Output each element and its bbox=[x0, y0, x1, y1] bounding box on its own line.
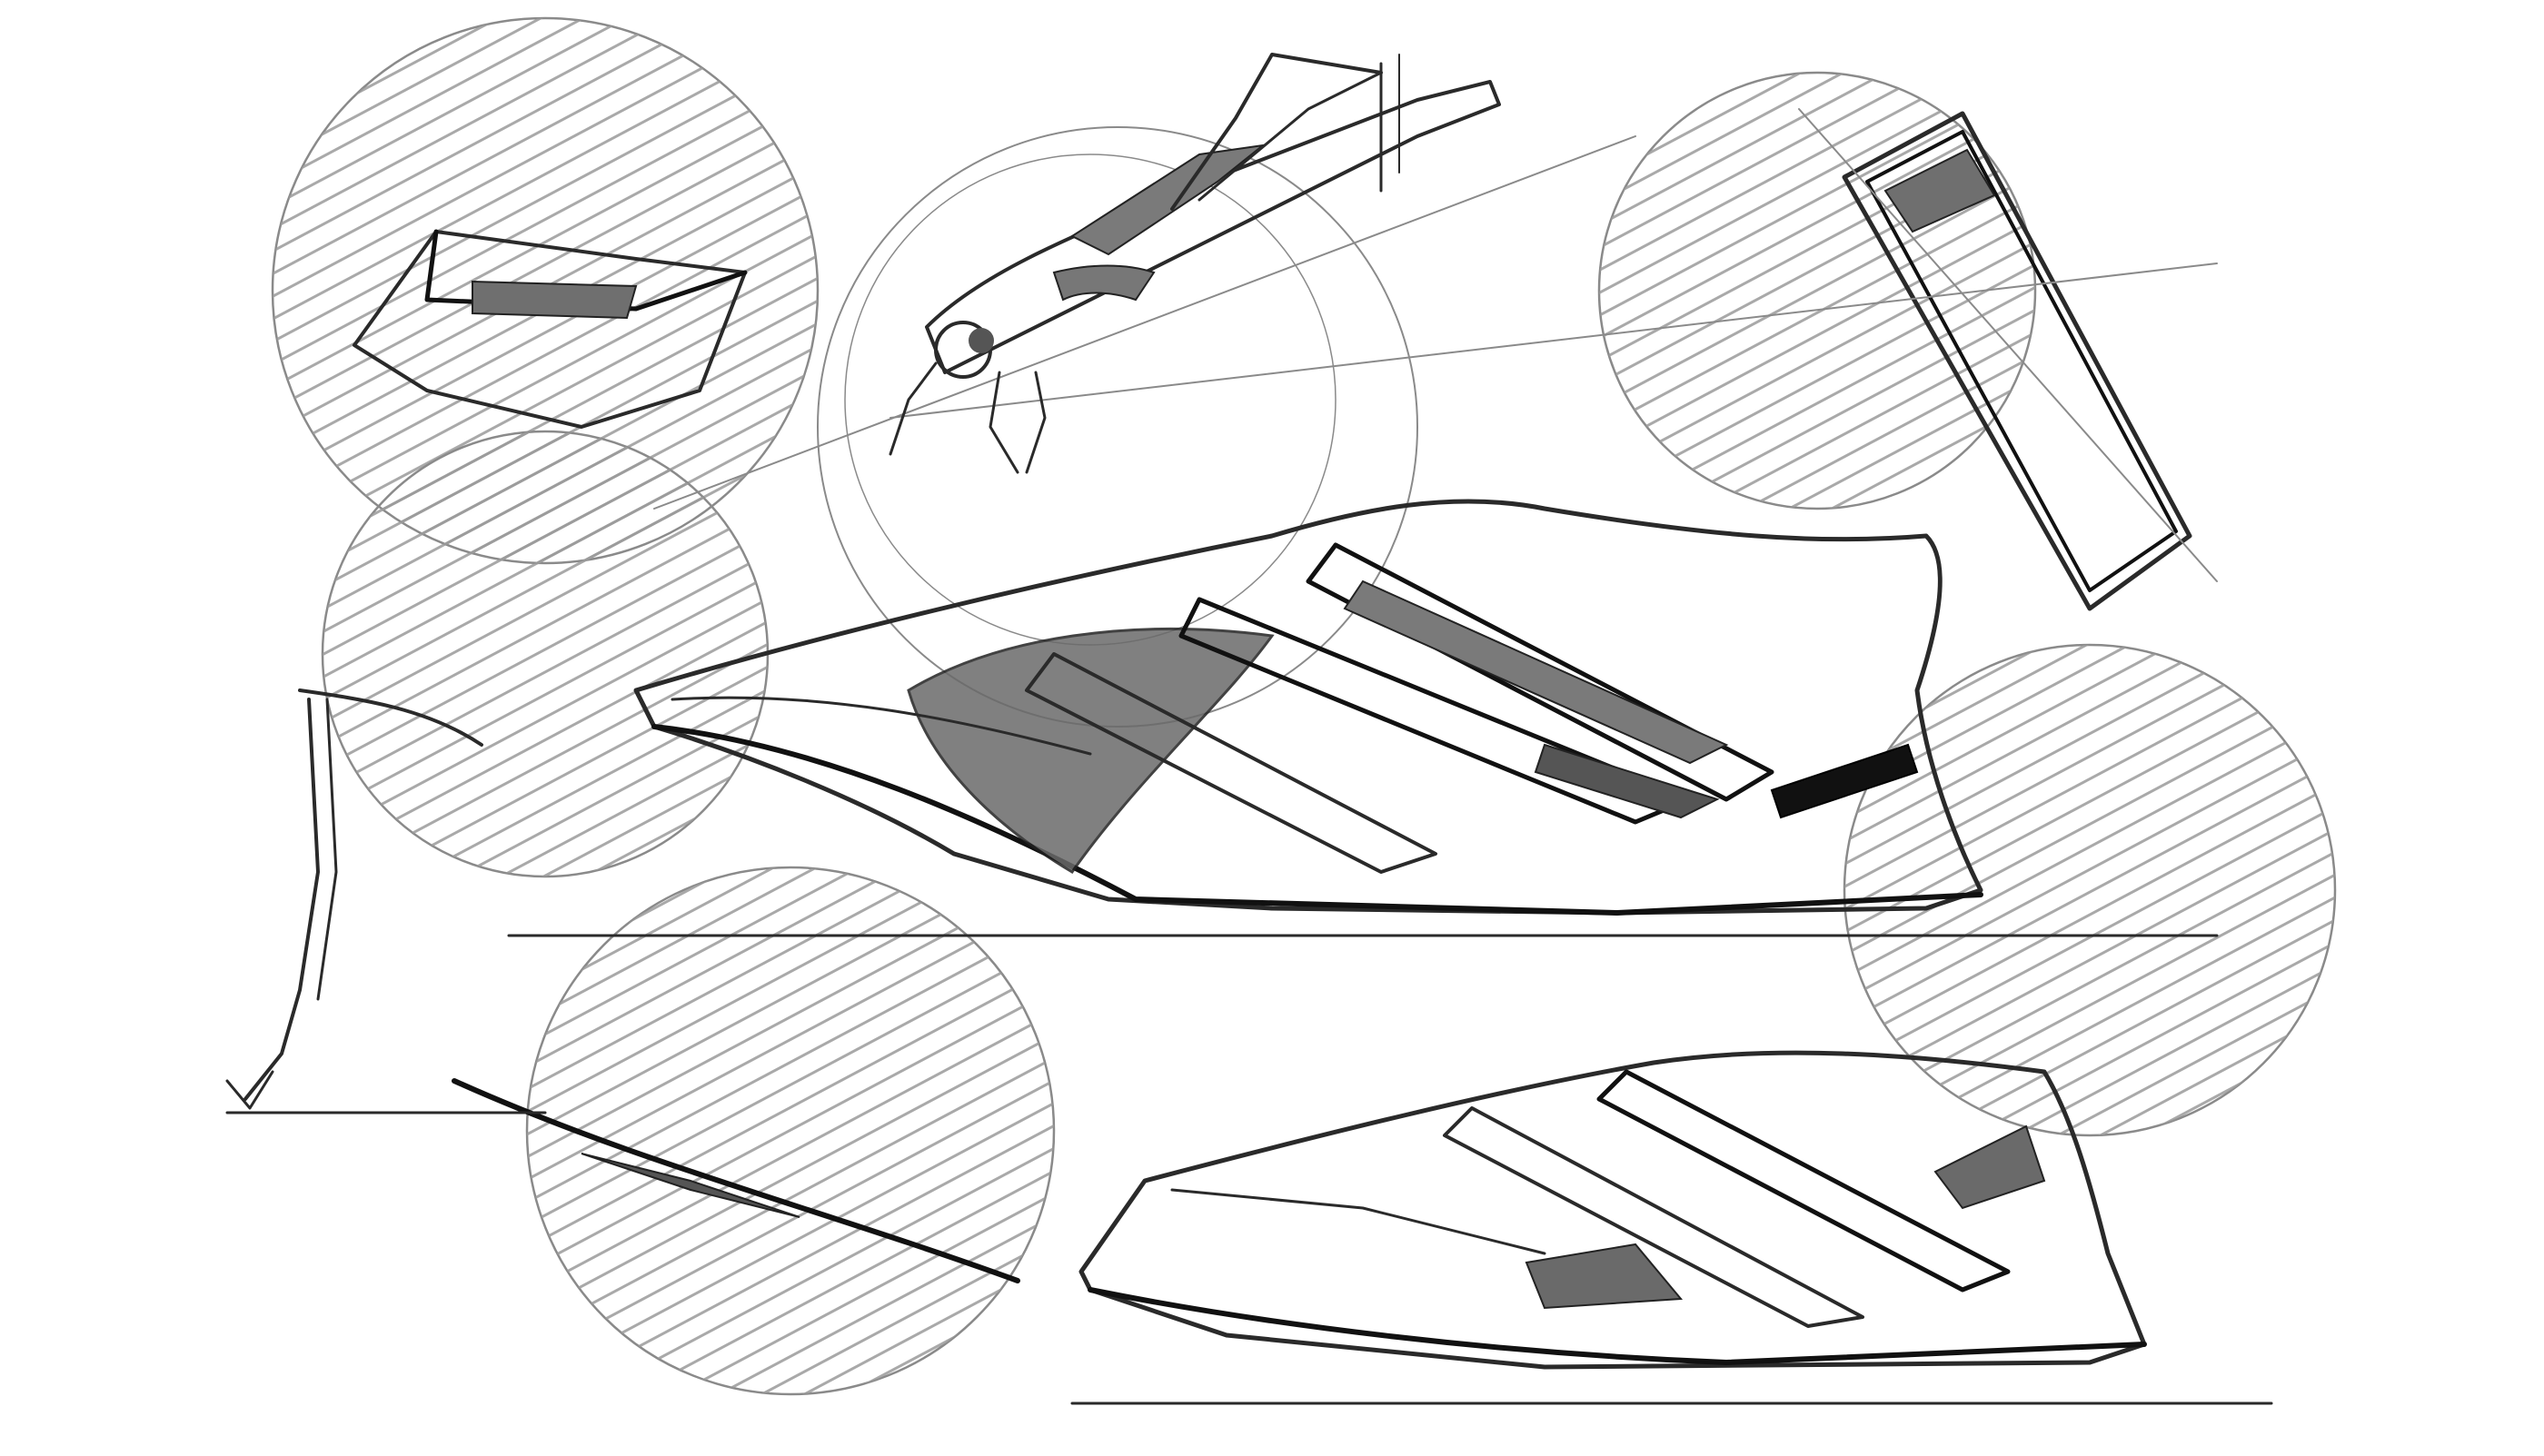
sneaker-icon bbox=[633, 499, 1983, 916]
detail-circle-bottom-left bbox=[452, 866, 1056, 1396]
detail-circle-right bbox=[1843, 643, 2337, 1137]
grasshopper-icon bbox=[889, 53, 1501, 474]
stem-sketch bbox=[225, 688, 483, 1110]
sneaker-icon-lower bbox=[1078, 1050, 2147, 1370]
detail-circle-mid-left bbox=[321, 430, 770, 878]
detail-circle-top-right bbox=[1597, 71, 2218, 611]
